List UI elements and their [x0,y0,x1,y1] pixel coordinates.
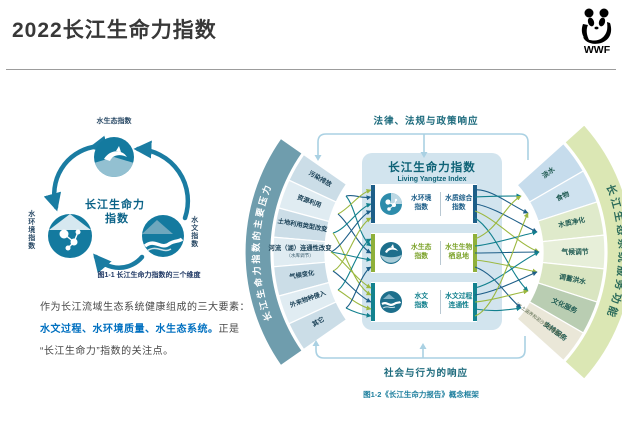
service-item: 文化服务 [549,295,579,315]
service-item-sub: （水土涵养和泥沙等物质循环） [512,299,568,342]
service-item: 食物 [554,189,571,203]
service-wedge [537,201,605,243]
wwf-logo-text: WWF [584,44,611,56]
service-wedge [516,301,585,362]
pressure-wedge [278,281,337,325]
water-environment-globe-icon [48,214,92,258]
service-item: 支持服务 [541,319,569,343]
dolphin-globe-icon [380,242,402,264]
hydrology-index-row: 水文指数 水文过程连通性 [371,282,477,322]
pressure-item: 外来物种侵入 [288,288,327,310]
panel-title: 长江生命力指数 [388,162,476,174]
intro-highlight: 水文过程、水环境质量、水生态系统。 [40,324,219,335]
pressure-item: 污染排放 [307,168,334,189]
social-response-bracket [312,336,526,359]
water-environment-index-row: 水环境指数 水质综合指数 [371,184,477,224]
cycle-left-label: 水环境指数 [27,210,35,250]
panel-subtitle: Living Yangtze Index [397,176,467,183]
service-wedge [537,261,605,303]
panel-header: 长江生命力指数 Living Yangtze Index [362,153,502,183]
figure-1-2-caption: 图1-2《长江生命力报告》概念框架 [363,389,479,399]
top-response-label: 法律、法规与政策响应 [373,115,478,127]
pressure-wedge [272,261,330,297]
pressure-wedge [272,236,327,268]
figure-1-1-caption: 图1-1 长江生命力指数的三个维度 [97,270,201,279]
title-divider [6,69,616,70]
molecule-globe-icon [380,193,402,215]
page-title: 2022长江生命力指数 [12,19,217,42]
intro-line2: 水文过程、水环境质量、水生态系统。正是 [40,324,240,335]
service-wedge [541,234,606,270]
intro-line3: “长江生命力”指数的关注点。 [40,346,174,357]
wwf-panda-logo-icon: WWF [581,8,612,56]
services-band-label: 长江生态系统服务功能 [604,183,622,322]
aquatic-ecology-index-row: 水生态指数 水生生物栖息地 [371,233,477,273]
cycle-arrows [43,135,191,274]
service-item: 调蓄洪水 [558,272,587,286]
pressure-item: 资源利用 [296,192,323,209]
pressure-item: 河流（湖）连通性改变 [269,243,333,252]
bottom-response-label: 社会与行为的响应 [383,367,468,379]
service-item: 水质净化 [556,215,586,230]
services-fan: 长江生态系统服务功能 淡水 食物 水质净化 气候调节 调蓄洪水 文化服务 支持服… [512,124,622,380]
pressure-item: 其它 [310,314,325,328]
service-item: 淡水 [540,165,556,180]
pressure-wedge [288,301,348,351]
cycle-right-label: 水文指数 [190,216,198,248]
service-item: 气候调节 [560,247,588,256]
services-band [564,124,622,380]
service-wedge [528,282,598,334]
cycle-top-label: 水生态指数 [97,116,133,125]
pressure-wedge [272,207,330,243]
pressure-item: 土地利用类型改变 [277,216,329,234]
service-wedge [528,170,598,222]
living-yangtze-index-panel: 长江生命力指数 Living Yangtze Index 水环境指数 水质综合指… [362,153,502,330]
cycle-diagram: 水生态指数 长江生命力 指数 图1-1 长江生命力指数的三个维度 [43,116,202,279]
hydrology-globe-icon [142,215,184,257]
service-wedge [516,142,585,203]
cycle-center-label: 长江生命力 指数 [85,197,149,225]
intro-paragraph: 作为长江流域生态系统健康组成的三大要素： 水文过程、水环境质量、水生态系统。正是… [40,297,265,363]
pressure-item-sub: （水库调节） [286,252,314,259]
river-globe-icon [380,291,402,313]
pressure-wedge [288,153,348,203]
intro-line1: 作为长江流域生态系统健康组成的三大要素： [40,302,250,313]
pressure-item: 气候变化 [288,268,316,282]
aquatic-ecology-globe-icon [94,137,134,177]
pressure-wedge [278,179,337,223]
